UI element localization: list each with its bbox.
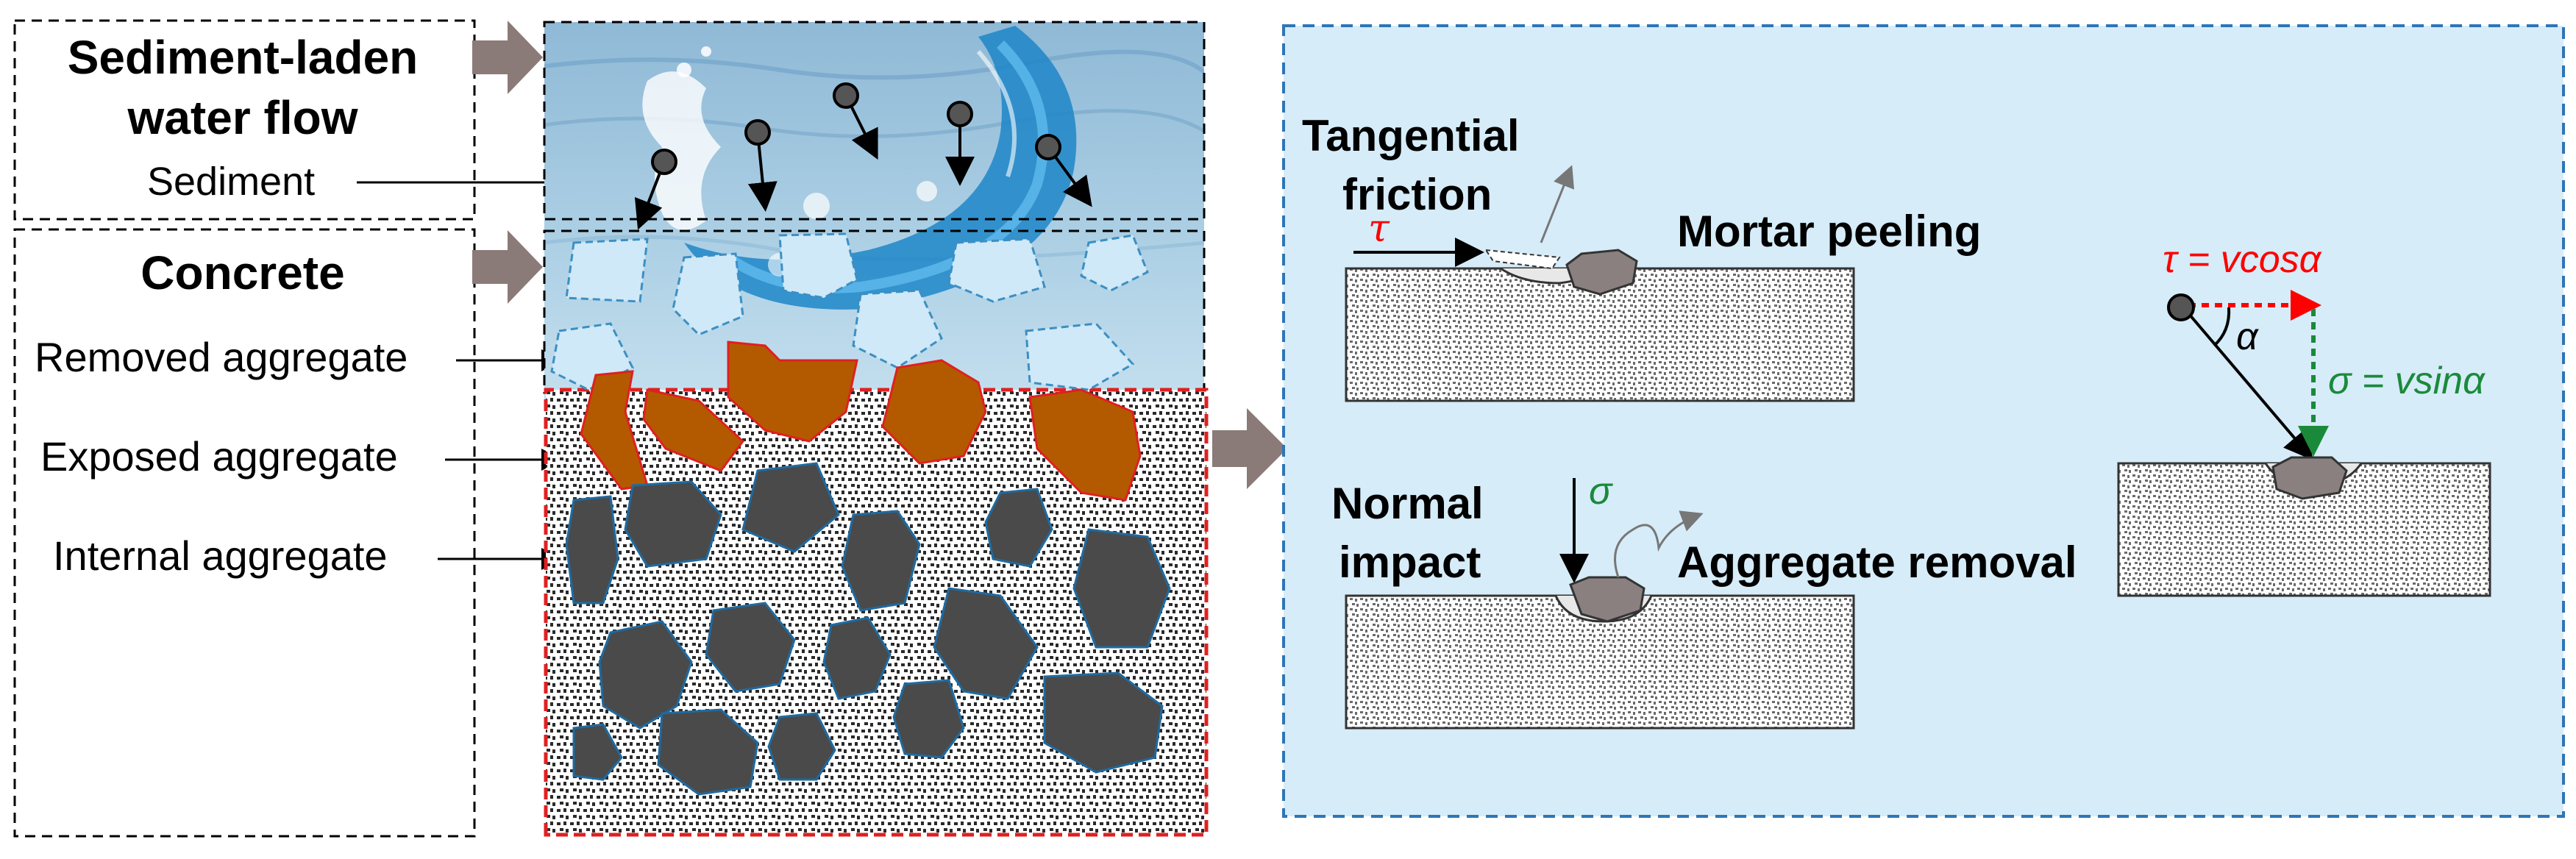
internal-aggregate-group: [565, 462, 1171, 796]
concrete-label: Concrete: [140, 246, 344, 299]
aggregate-removal-label: Aggregate removal: [1677, 538, 2077, 587]
sigma-symbol-small: σ: [1589, 470, 1613, 513]
peeling-direction-arrow: [1540, 165, 1575, 243]
alpha-symbol: α: [2236, 316, 2259, 358]
exposed-aggregate-group: [580, 341, 1142, 502]
flow-pointer-arrow: [472, 21, 543, 94]
normal-impact-line1: Normal: [1331, 479, 1484, 528]
flow-label-box: [13, 19, 476, 221]
water-region-frame: [543, 21, 1206, 221]
exposed-aggregate-label: Exposed aggregate: [40, 433, 398, 480]
internal-aggregate-label: Internal aggregate: [53, 532, 388, 579]
tangential-friction-line1: Tangential: [1302, 111, 1520, 160]
sediment-particles: [634, 82, 1092, 230]
impacted-aggregate: [2271, 456, 2348, 500]
velocity-vector: [2183, 307, 2314, 461]
alpha-angle-arc: [2213, 307, 2231, 347]
sigma-equation: σ = vsinα: [2328, 360, 2486, 402]
removal-trajectory-arrow: [1614, 510, 1704, 578]
tau-equation: τ = vcosα: [2163, 238, 2322, 281]
mortar-flake: [1484, 249, 1561, 270]
tangential-friction-line2: friction: [1342, 170, 1492, 219]
concrete-label-box: [13, 228, 476, 838]
removed-aggregate-piece: [1569, 576, 1645, 623]
tau-symbol-small: τ: [1368, 207, 1390, 251]
peeled-aggregate: [1565, 249, 1638, 296]
impacting-sediment-particle: [2167, 293, 2195, 321]
removed-aggregate-label: Removed aggregate: [35, 334, 408, 380]
panel-pointer-arrow: [1212, 408, 1287, 489]
concrete-surface-boundary: [544, 388, 1209, 837]
normal-impact-line2: impact: [1339, 538, 1481, 587]
concrete-pointer-arrow: [472, 230, 543, 304]
flow-title-line2: water flow: [127, 91, 358, 144]
sediment-label: Sediment: [147, 160, 315, 204]
removed-aggregate-group: [550, 232, 1149, 391]
mortar-peeling-label: Mortar peeling: [1677, 207, 1981, 256]
flow-title-line1: Sediment-laden: [68, 31, 419, 84]
